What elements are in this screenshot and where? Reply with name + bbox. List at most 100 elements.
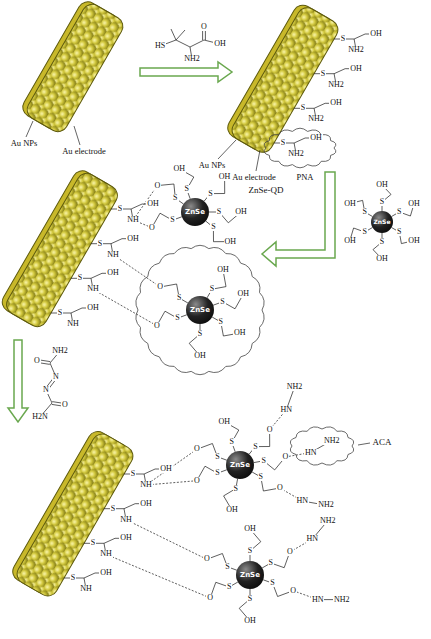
atom-label: OH — [225, 506, 239, 514]
atom-label: O — [206, 594, 214, 602]
atom-label: HN — [306, 535, 320, 543]
pna-cloud — [264, 128, 336, 168]
atom-label: HN — [296, 497, 310, 505]
atom-label: S — [379, 238, 385, 246]
atom-label: S — [280, 139, 286, 147]
atom-label: S — [130, 470, 136, 478]
atom-label: S — [210, 223, 216, 231]
gold-electrode — [224, 2, 341, 156]
atom-label: O — [193, 445, 201, 453]
part-label: Au NPs — [198, 161, 227, 170]
hydrogen-bond — [146, 449, 197, 485]
atom-label: HN — [304, 449, 318, 457]
electrode-body — [13, 430, 136, 599]
atom-label: NH2 — [51, 347, 69, 355]
bond-line — [104, 538, 115, 543]
quantum-dot: ZnSe — [371, 211, 393, 233]
atom-label: S — [219, 298, 225, 306]
bond-line — [91, 273, 102, 278]
atom-label: OH — [375, 181, 389, 189]
atom-label: OH — [236, 290, 250, 298]
atom-label: OH — [234, 208, 248, 216]
hydrogen-bond — [93, 289, 157, 325]
node-text: ZnSe — [185, 209, 205, 216]
bond-line — [354, 34, 365, 39]
part-label: ACA — [372, 438, 393, 447]
atom-label: S — [214, 469, 220, 477]
atom-label: OH — [218, 418, 232, 426]
atom-label: OH — [407, 237, 421, 245]
atom-label: OH — [173, 165, 187, 173]
part-label: PNA — [296, 173, 315, 182]
atom-label: HN — [311, 596, 325, 604]
atom-label: S — [117, 205, 123, 213]
atom-label: OH — [86, 304, 100, 312]
process-arrow — [140, 62, 232, 82]
atom-label: S — [252, 443, 258, 451]
atom-label: OH — [243, 525, 257, 533]
atom-label: NH — [86, 285, 100, 293]
atom-label: S — [233, 485, 239, 493]
atom-label: NH — [66, 320, 80, 328]
atom-label: NH — [139, 481, 153, 489]
atom-label: OH — [119, 534, 133, 542]
atom-label: OH — [224, 238, 238, 246]
electrode-body — [23, 1, 126, 136]
atom-label: N — [52, 373, 60, 381]
atom-label: OH — [106, 269, 120, 277]
atom-label: OH — [139, 500, 153, 508]
bond-line — [334, 69, 345, 74]
leader-line — [218, 140, 236, 159]
bond-line — [190, 40, 204, 47]
atom-label: OH — [309, 134, 323, 142]
atom-label: OH — [329, 99, 343, 107]
atom-label: OH — [99, 569, 113, 577]
atom-label: O — [156, 283, 164, 291]
atom-label: NH2 — [307, 115, 325, 123]
hydrogen-bond — [126, 520, 207, 560]
atom-label: S — [258, 473, 264, 481]
atom-label: OH — [349, 65, 363, 73]
node-text: ZnSe — [190, 307, 210, 314]
atom-label: S — [197, 330, 203, 338]
atom-label: OH — [193, 352, 207, 360]
atom-label: OH — [216, 266, 230, 274]
atom-label: O — [200, 23, 208, 31]
bond-line — [71, 308, 82, 313]
atom-label: O — [276, 484, 284, 492]
bond-line — [84, 573, 95, 578]
binding-cloud — [136, 245, 264, 374]
atom-label: S — [229, 438, 235, 446]
node-text: ZnSe — [240, 572, 260, 579]
atom-label: S — [268, 559, 274, 567]
bond-line — [176, 40, 190, 47]
quantum-dot: ZnSe — [236, 561, 264, 589]
atom-label: S — [57, 309, 63, 317]
atom-label: OH — [218, 173, 232, 181]
atom-label: S — [209, 285, 215, 293]
part-label: ZnSe-QD — [248, 186, 285, 195]
atom-label: O — [153, 322, 161, 330]
atom-label: NH2 — [319, 517, 337, 525]
hydrogen-bond — [106, 554, 210, 598]
atom-label: NH — [79, 585, 93, 593]
part-label: Au electrode — [231, 173, 277, 182]
atom-label: NH2 — [333, 596, 351, 604]
atom-label: O — [148, 224, 156, 232]
atom-label: S — [97, 240, 103, 248]
atom-label: O — [33, 357, 41, 365]
atom-label: S — [207, 190, 213, 198]
atom-label: S — [247, 595, 253, 603]
atom-label: NH2 — [286, 383, 304, 391]
atom-label: OH — [407, 200, 421, 208]
atom-label: NH2 — [323, 437, 341, 445]
atom-label: NH — [106, 251, 120, 259]
node-text: ZnSe — [230, 462, 250, 469]
atom-label: HN — [280, 406, 294, 414]
atom-label: S — [77, 274, 83, 282]
atom-label: HS — [154, 42, 166, 50]
quantum-dot: ZnSe — [226, 451, 254, 479]
atom-label: S — [176, 294, 182, 302]
atom-label: S — [184, 185, 190, 193]
